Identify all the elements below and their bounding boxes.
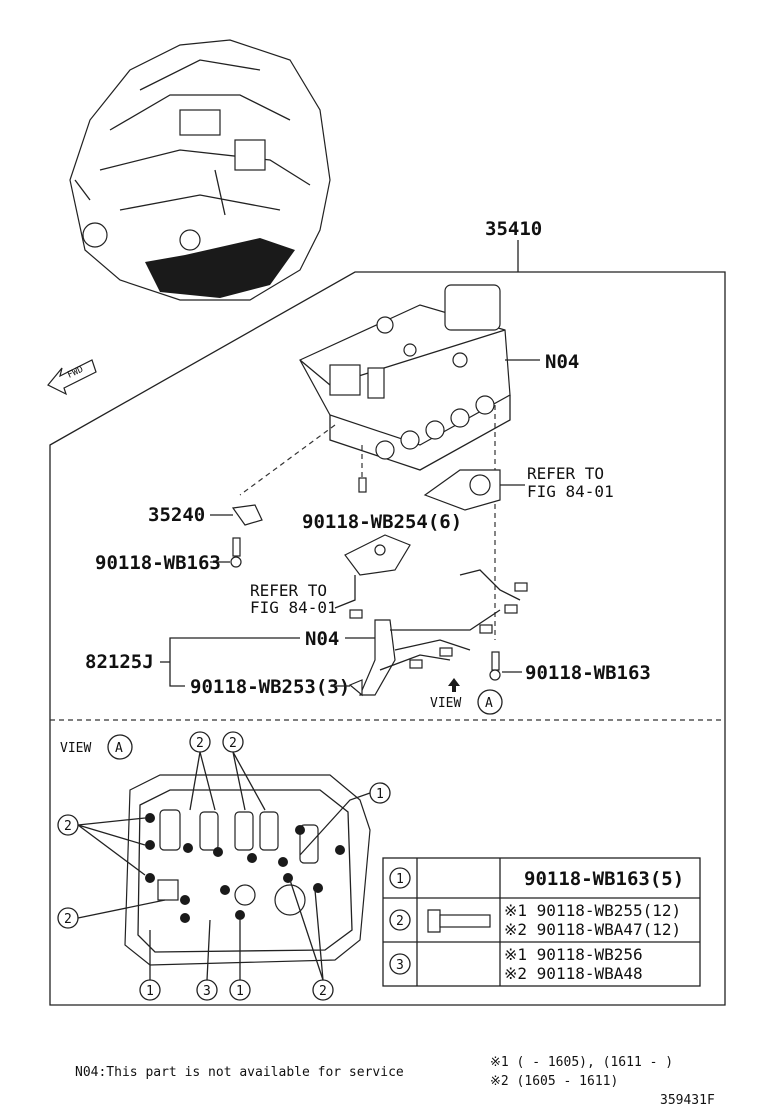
refer-to-fig-2: FIG 84-01 — [250, 598, 337, 617]
valve-body-illustration — [299, 284, 511, 471]
callout-3: 3 — [203, 984, 211, 999]
table-row3-num: 3 — [396, 958, 404, 973]
bolt-wb254-label: 90118-WB254(6) — [302, 511, 462, 533]
callout-2b: 2 — [229, 736, 237, 751]
refer-to-label-2: REFER TO — [250, 581, 327, 600]
solenoid-part — [423, 469, 501, 511]
table-row3-line1: ※1 90118-WB256 — [504, 945, 643, 964]
footer-note: N04:This part is not available for servi… — [75, 1065, 404, 1080]
bolt-table: 1 2 3 90118-WB163(5) ※1 90118-WB255(12) … — [382, 857, 701, 987]
sensor-35240 — [231, 504, 263, 526]
callout-2a: 2 — [196, 736, 204, 751]
table-row1-line1: 90118-WB163(5) — [524, 868, 684, 890]
view-arrow-icon — [448, 678, 460, 692]
table-row2-num: 2 — [396, 914, 404, 929]
callout-2e: 2 — [319, 984, 327, 999]
callout-1a: 1 — [376, 787, 384, 802]
callout-1c: 1 — [236, 984, 244, 999]
n04-label-mid: N04 — [305, 628, 339, 650]
circle-a-bottom: A — [115, 741, 123, 756]
bolt-wb163-label-left: 90118-WB163 — [95, 552, 221, 574]
view-a-label-top: VIEW — [430, 696, 461, 711]
callout-2d: 2 — [64, 912, 72, 927]
harness-bracket-part — [344, 534, 411, 576]
part-35240-label: 35240 — [148, 504, 205, 526]
bolt-wb253-label: 90118-WB253(3) — [190, 676, 350, 698]
footer-range1: ※1 ( - 1605), (1611 - ) — [490, 1055, 673, 1070]
bolt-wb163-label-right: 90118-WB163 — [525, 662, 651, 684]
fwd-arrow-icon: FWD — [47, 359, 97, 396]
callout-1b: 1 — [146, 984, 154, 999]
callouts: 2 2 2 2 1 1 3 1 2 — [57, 731, 391, 1001]
table-row3-line2: ※2 90118-WBA48 — [504, 964, 643, 983]
n04-label-top: N04 — [545, 351, 579, 373]
table-row2-line2: ※2 90118-WBA47(12) — [504, 920, 681, 939]
refer-to-fig-1: FIG 84-01 — [527, 482, 614, 501]
transmission-illustration — [69, 39, 331, 301]
valve-body-plate — [124, 774, 371, 966]
wire-harness-82125j — [348, 569, 528, 697]
footer-code: 359431F — [660, 1093, 715, 1108]
refer-to-label-1: REFER TO — [527, 464, 604, 483]
callout-2c: 2 — [64, 819, 72, 834]
footer-range2: ※2 (1605 - 1611) — [490, 1074, 618, 1089]
table-row2-line1: ※1 90118-WB255(12) — [504, 901, 681, 920]
table-row1-num: 1 — [396, 872, 404, 887]
valve-body-frame — [49, 271, 726, 1006]
part-82125j-label: 82125J — [85, 651, 154, 673]
circle-a-top: A — [485, 696, 493, 711]
view-a-label-bottom: VIEW — [60, 741, 91, 756]
assy-number-35410: 35410 — [485, 218, 542, 240]
bolt-icon — [427, 909, 491, 933]
